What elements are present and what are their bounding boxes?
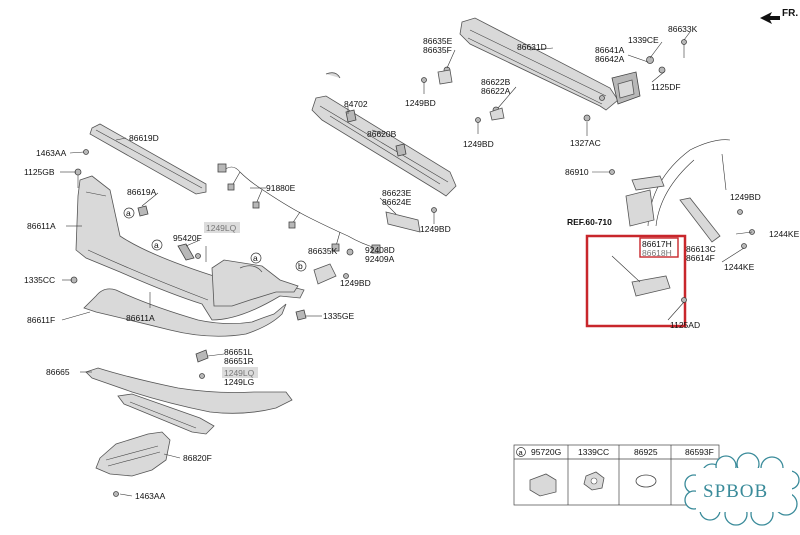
callout-1249LQ-1-bg (204, 222, 240, 233)
side-bracket (385, 207, 437, 233)
leader-lines (60, 31, 753, 497)
label-86635E: 86635E (423, 36, 453, 46)
label-1249BD-4: 1249BD (730, 192, 761, 202)
label-86651L: 86651L (224, 347, 253, 357)
label-86635K: 86635K (308, 246, 338, 256)
under-cover (95, 431, 171, 497)
label-86622A: 86622A (481, 86, 511, 96)
label-86635F: 86635F (423, 45, 452, 55)
marker-b (295, 260, 307, 272)
legend-header-86925: 86925 (634, 447, 658, 457)
label-1125GB: 1125GB (24, 167, 55, 177)
label-86665: 86665 (46, 367, 70, 377)
marker-a-1-label: a (126, 208, 131, 218)
small-parts (70, 72, 354, 379)
label-86620B: 86620B (367, 129, 397, 139)
label-92408D: 92408D (365, 245, 395, 255)
label-1249LQ-1: 1249LQ (206, 223, 237, 233)
marker-b-label: b (298, 261, 303, 271)
legend-marker-label: a (519, 448, 524, 457)
circle-markers: a a a b (123, 207, 307, 272)
legend-header-1339CC: 1339CC (578, 447, 609, 457)
bumper-cover (75, 175, 305, 321)
arrow-icon (760, 12, 780, 24)
label-91880E: 91880E (266, 183, 296, 193)
label-1327AC: 1327AC (570, 138, 601, 148)
label-1463AA-top: 1463AA (36, 148, 67, 158)
label-1249BD-3: 1249BD (420, 224, 451, 234)
highlight-box (585, 234, 687, 328)
label-1249BD-5: 1249BD (340, 278, 371, 288)
watermark-logo: SPBOB (684, 452, 800, 526)
label-86617H: 86617H (642, 239, 672, 249)
label-86641A: 86641A (595, 45, 625, 55)
rear-bumper-beam (459, 17, 641, 111)
marker-a-1 (123, 207, 135, 219)
label-86633K: 86633K (668, 24, 698, 34)
legend-header-86593F: 86593F (685, 447, 714, 457)
label-1125AD: 1125AD (670, 320, 700, 330)
grommet-icon (635, 474, 657, 488)
label-86651R: 86651R (224, 356, 254, 366)
label-1249LQ-2: 1249LQ (224, 368, 255, 378)
legend-table: a 95720G 1339CC 86925 86593F (513, 444, 720, 506)
label-86624E: 86624E (382, 197, 412, 207)
rear-diffuser (85, 367, 293, 435)
label-86613C: 86613C (686, 244, 716, 254)
beam-fasteners (421, 39, 687, 134)
callout-1249LQ-2-bg (222, 367, 258, 378)
label-1463AA-bottom: 1463AA (135, 491, 166, 501)
marker-a-3-label: a (253, 253, 258, 263)
ref-label: REF.60-710 (567, 217, 612, 227)
label-86623E: 86623E (382, 188, 412, 198)
direction-label: FR. (782, 8, 798, 19)
legend-marker (516, 447, 526, 457)
label-1335CC: 1335CC (24, 275, 55, 285)
label-86631D: 86631D (517, 42, 547, 52)
label-86618H: 86618H (642, 248, 672, 258)
bumper-upper-cover (89, 123, 207, 195)
label-86619D: 86619D (129, 133, 159, 143)
part-labels: 86631D 86633K 86635E 86635F 1339CE 86641… (24, 24, 800, 501)
watermark-text: SPBOB (703, 481, 768, 502)
label-86622B: 86622B (481, 77, 511, 87)
bumper-lower-garnish (83, 288, 287, 337)
wiring-harness (217, 163, 381, 254)
marker-a-2 (151, 239, 163, 251)
wheel-arch-area (609, 139, 755, 249)
label-1249LG: 1249LG (224, 377, 254, 387)
sensor-icon (529, 473, 557, 497)
label-86611A-2: 86611A (126, 313, 155, 323)
label-86642A: 86642A (595, 54, 625, 64)
label-1335GE: 1335GE (323, 311, 355, 321)
energy-absorber (311, 95, 457, 197)
label-1125DF: 1125DF (651, 82, 681, 92)
label-86614F: 86614F (686, 253, 715, 263)
label-86619A: 86619A (127, 187, 157, 197)
label-86611A-1: 86611A (27, 221, 56, 231)
label-95420F: 95420F (173, 233, 202, 243)
label-86611F: 86611F (27, 315, 55, 325)
marker-a-3 (250, 252, 262, 264)
label-1249BD-1: 1249BD (405, 98, 436, 108)
side-reflector-bracket (679, 197, 721, 243)
legend-header-95720G: 95720G (531, 447, 561, 457)
label-86910: 86910 (565, 167, 589, 177)
label-1244KE-1: 1244KE (769, 229, 800, 239)
label-1249BD-2: 1249BD (463, 139, 494, 149)
label-1244KE-2: 1244KE (724, 262, 755, 272)
label-1339CE: 1339CE (628, 35, 659, 45)
label-84702: 84702 (344, 99, 368, 109)
marker-a-2-label: a (154, 240, 159, 250)
front-direction-indicator: FR. (760, 8, 798, 24)
label-92409A: 92409A (365, 254, 395, 264)
label-86820F: 86820F (183, 453, 212, 463)
